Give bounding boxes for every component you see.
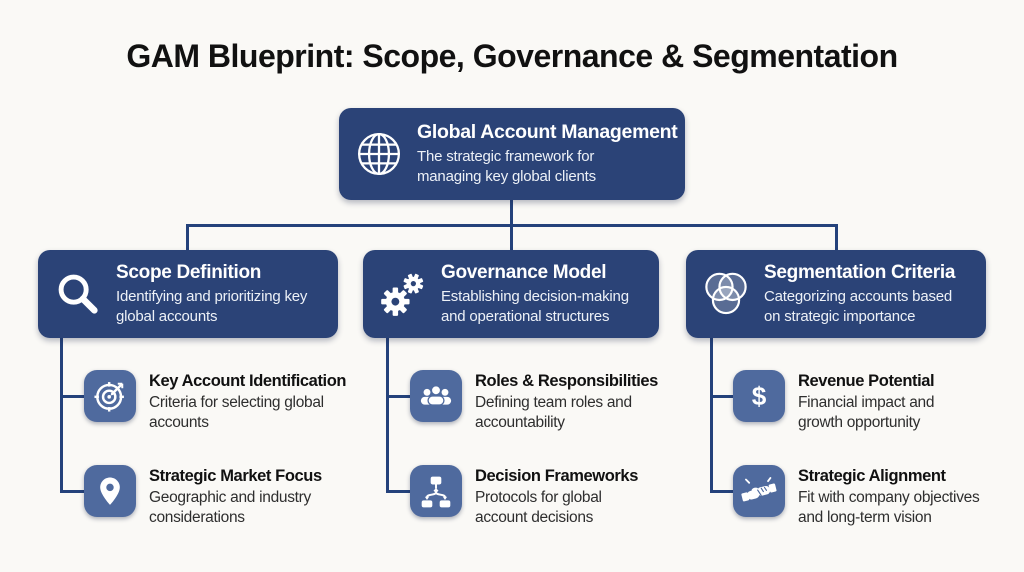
branch-description: Categorizing accounts based on strategic… xyxy=(764,287,953,325)
connector-line xyxy=(186,224,189,252)
globe-icon xyxy=(355,131,403,177)
connector-line xyxy=(710,395,735,398)
sub-item-decision-frameworks: Decision Frameworks Protocols for global… xyxy=(410,465,676,528)
connector-line xyxy=(60,395,86,398)
team-icon xyxy=(410,370,462,422)
sub-item-revenue-potential: $ Revenue Potential Financial impact and… xyxy=(733,370,999,433)
connector-line xyxy=(386,490,412,493)
branch-description: Establishing decision-making and operati… xyxy=(441,287,629,325)
sub-item-strategic-alignment: Strategic Alignment Fit with company obj… xyxy=(733,465,999,528)
sub-title: Revenue Potential xyxy=(798,372,935,390)
sub-description: Financial impact and growth opportunity xyxy=(798,394,935,431)
handshake-icon xyxy=(733,465,785,517)
sub-title: Key Account Identification xyxy=(149,372,347,390)
dollar-icon: $ xyxy=(733,370,785,422)
connector-line xyxy=(510,224,513,252)
sub-title: Roles & Responsibilities xyxy=(475,372,658,390)
sub-description: Protocols for global account decisions xyxy=(475,489,602,526)
connector-line xyxy=(60,490,86,493)
sub-description: Fit with company objectives and long-ter… xyxy=(798,489,980,526)
connector-line xyxy=(386,395,412,398)
sub-title: Decision Frameworks xyxy=(475,467,638,485)
flowchart-icon xyxy=(410,465,462,517)
root-node: Global Account Management The strategic … xyxy=(339,108,685,200)
branch-node-scope-definition: Scope Definition Identifying and priorit… xyxy=(38,250,338,338)
connector-line xyxy=(710,490,735,493)
connector-line xyxy=(60,337,63,493)
page-title: GAM Blueprint: Scope, Governance & Segme… xyxy=(126,38,898,74)
search-icon xyxy=(54,270,102,318)
connector-line xyxy=(386,337,389,493)
sub-description: Defining team roles and accountability xyxy=(475,394,632,431)
connector-line xyxy=(710,337,713,493)
root-title: Global Account Management xyxy=(417,121,678,143)
connector-line xyxy=(510,198,513,226)
sub-description: Criteria for selecting global accounts xyxy=(149,394,324,431)
venn-icon xyxy=(702,270,750,318)
sub-item-strategic-market-focus: Strategic Market Focus Geographic and in… xyxy=(84,465,350,528)
branch-title: Segmentation Criteria xyxy=(764,261,956,283)
sub-description: Geographic and industry considerations xyxy=(149,489,311,526)
root-description: The strategic framework for managing key… xyxy=(417,148,596,185)
sub-title: Strategic Market Focus xyxy=(149,467,322,485)
branch-node-governance-model: Governance Model Establishing decision-m… xyxy=(363,250,659,338)
sub-title: Strategic Alignment xyxy=(798,467,946,485)
branch-title: Governance Model xyxy=(441,261,607,283)
target-icon xyxy=(84,370,136,422)
sub-item-key-account-identification: Key Account Identification Criteria for … xyxy=(84,370,350,433)
map-pin-icon xyxy=(84,465,136,517)
svg-text:$: $ xyxy=(752,381,767,411)
gears-icon xyxy=(379,270,427,318)
branch-node-segmentation-criteria: Segmentation Criteria Categorizing accou… xyxy=(686,250,986,338)
branch-title: Scope Definition xyxy=(116,261,262,283)
sub-item-roles-responsibilities: Roles & Responsibilities Defining team r… xyxy=(410,370,676,433)
connector-line xyxy=(835,224,838,252)
branch-description: Identifying and prioritizing key global … xyxy=(116,287,308,325)
